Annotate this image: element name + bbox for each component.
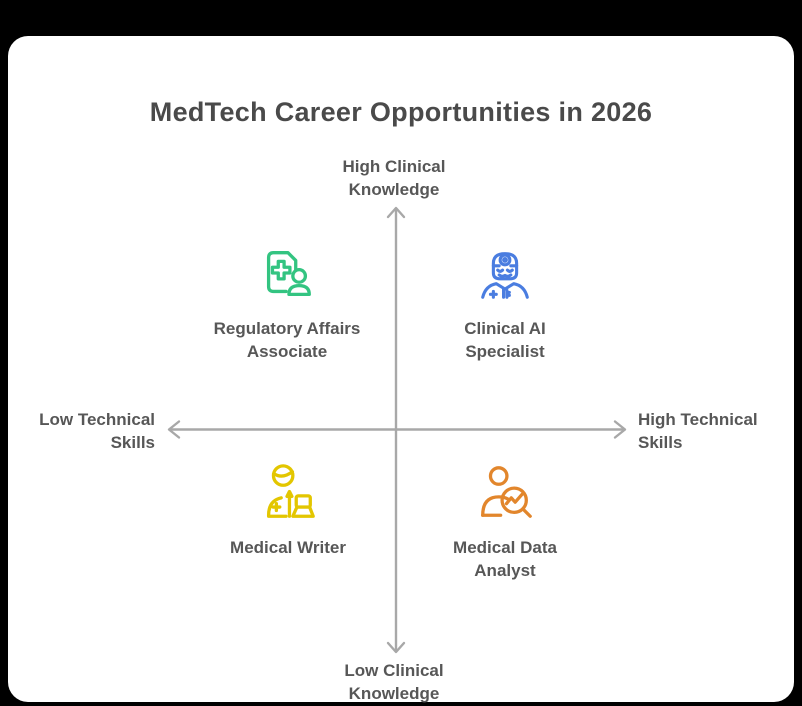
quadrant-item-top-right: Clinical AI Specialist — [395, 243, 615, 363]
axis-label-high-technical: High Technical Skills — [638, 410, 758, 452]
quadrant-label: Regulatory Affairs Associate — [213, 319, 361, 361]
quadrant-item-bottom-right: Medical Data Analyst — [395, 462, 615, 582]
doctor-head-mirror-icon — [481, 252, 529, 299]
medical-document-person-icon — [266, 251, 311, 296]
quadrant-item-bottom-left: Medical Writer — [178, 462, 398, 559]
axis-label-low-clinical: Low Clinical Knowledge — [344, 661, 444, 703]
arrow-up-icon — [386, 206, 406, 219]
diagram-canvas — [8, 36, 794, 702]
diagram-title: MedTech Career Opportunities in 2026 — [149, 97, 653, 127]
person-magnifier-chart-icon — [481, 466, 532, 518]
quadrant-item-top-left: Regulatory Affairs Associate — [177, 243, 397, 363]
arrow-right-icon — [613, 420, 627, 439]
arrow-left-icon — [167, 420, 181, 439]
arrow-down-icon — [386, 641, 406, 654]
quadrant-label: Clinical AI Specialist — [464, 319, 546, 361]
axis-label-low-technical: Low Technical Skills — [39, 410, 155, 452]
axis-lines — [167, 206, 627, 654]
axis-label-high-clinical: High Clinical Knowledge — [342, 157, 446, 199]
quadrant-label: Medical Writer — [230, 538, 346, 557]
quadrant-label: Medical Data Analyst — [453, 538, 557, 580]
medic-with-laptop-icon — [266, 464, 315, 518]
